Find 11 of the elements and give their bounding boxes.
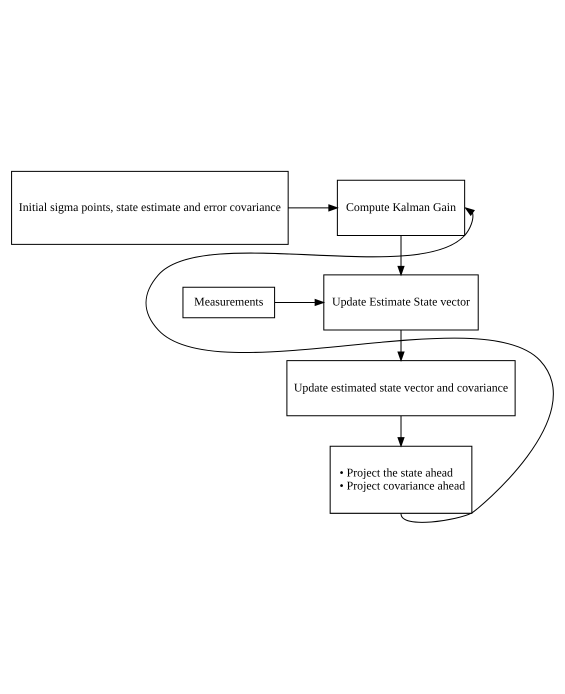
arrow (288, 204, 339, 212)
node-box: Measurements (182, 286, 276, 318)
arrow (397, 416, 405, 448)
arrow (397, 330, 405, 362)
node-box: Update Estimate State vector (323, 274, 479, 331)
node-box: Initial sigma points, state estimate and error covariance (11, 170, 289, 245)
node-box: Update estimated state vector and covariance (286, 360, 516, 416)
arrow (274, 298, 326, 306)
arrow (397, 236, 405, 276)
node-box: Compute Kalman Gain (336, 180, 466, 236)
node-box: • Project the state ahead • Project covariance ahead (330, 446, 472, 514)
